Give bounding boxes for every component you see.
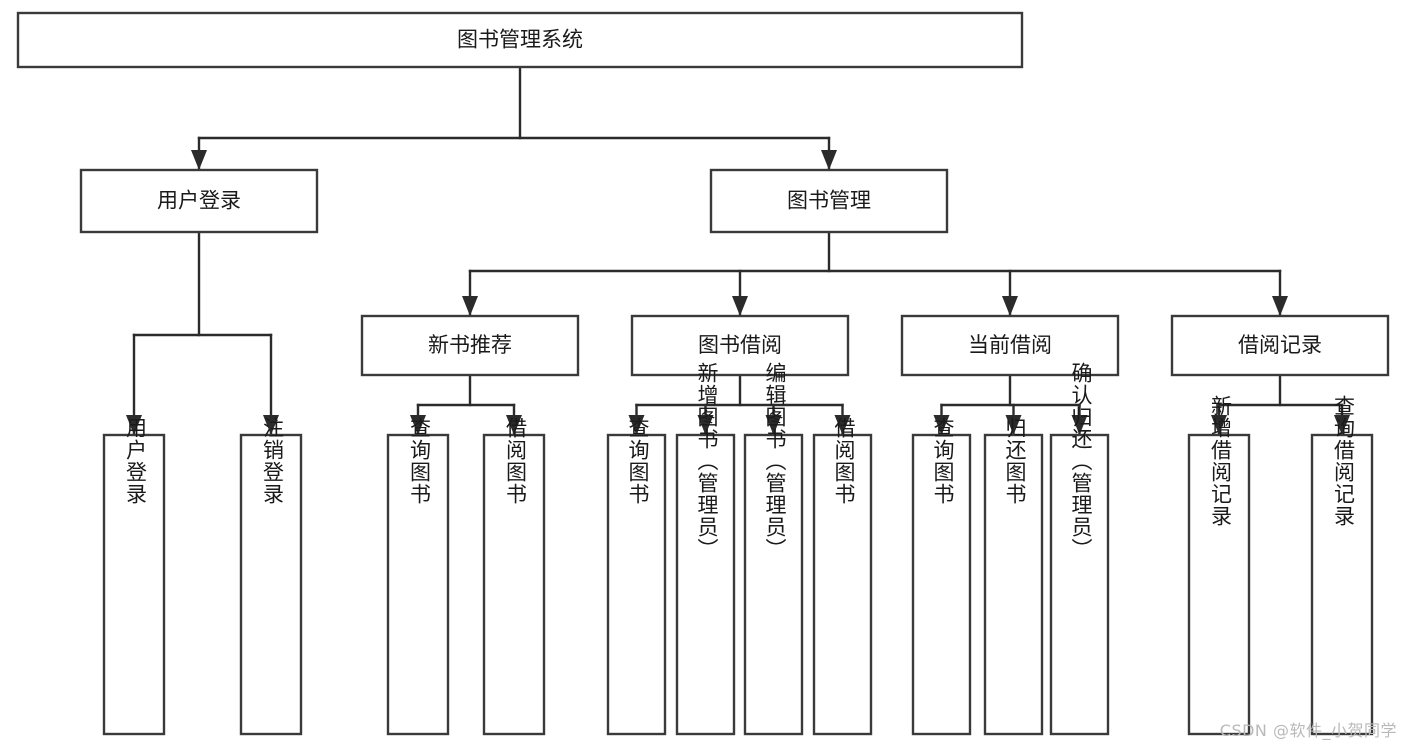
node-leaf-11[interactable]: 新增借阅记录 (1187, 395, 1251, 736)
node-box (360, 314, 580, 377)
node-leaf-3[interactable]: 借阅图书 (482, 417, 546, 736)
node-box (606, 433, 667, 736)
arrowhead-icon (1002, 296, 1018, 316)
arrowhead-icon (732, 296, 748, 316)
node-leaf-8[interactable]: 查询图书 (911, 417, 972, 736)
node-box (630, 314, 850, 377)
arrowhead-icon (1211, 415, 1227, 435)
arrowhead-icon (462, 296, 478, 316)
arrowhead-icon (1272, 296, 1288, 316)
node-box (102, 433, 166, 736)
arrowhead-icon (263, 415, 279, 435)
node-label: 借阅记录 (1238, 334, 1322, 357)
node-label: 用户登录 (124, 417, 148, 505)
node-label: 图书管理 (787, 190, 871, 213)
node-label: 归还图书 (1003, 417, 1027, 505)
node-box (1187, 433, 1251, 736)
node-box (911, 433, 972, 736)
node-label: 查询图书 (931, 417, 955, 505)
node-label: 新书推荐 (428, 334, 512, 357)
node-box (812, 433, 873, 736)
node-level3-0[interactable]: 新书推荐 (360, 314, 580, 377)
node-label: 新增借阅记录 (1209, 395, 1233, 527)
node-box (709, 168, 949, 234)
node-label: 查询图书 (626, 417, 650, 505)
node-box (239, 433, 303, 736)
node-leaf-4[interactable]: 查询图书 (606, 417, 667, 736)
arrowhead-icon (697, 415, 714, 435)
arrowhead-icon (1334, 415, 1350, 435)
node-box (1049, 433, 1110, 736)
connector-layer (126, 65, 1350, 436)
node-box (900, 314, 1120, 377)
arrowhead-icon (1005, 415, 1022, 435)
node-layer: 图书管理系统用户登录图书管理新书推荐图书借阅当前借阅借阅记录用户登录注销登录查询… (16, 11, 1390, 736)
node-leaf-7[interactable]: 借阅图书 (812, 417, 873, 736)
node-box (482, 433, 546, 736)
node-label: 图书借阅 (698, 334, 782, 357)
node-level3-3[interactable]: 借阅记录 (1170, 314, 1390, 377)
node-label: 当前借阅 (968, 334, 1052, 357)
node-label: 图书管理系统 (457, 29, 583, 52)
node-box (743, 433, 804, 736)
arrowhead-icon (126, 415, 142, 435)
node-box (386, 433, 450, 736)
node-label: 用户登录 (157, 190, 241, 213)
node-box (1170, 314, 1390, 377)
arrowhead-icon (821, 150, 837, 170)
node-label: 注销登录 (261, 417, 285, 505)
node-leaf-6[interactable]: 编辑图书（管理员） (743, 362, 804, 736)
node-box (983, 433, 1044, 736)
arrowhead-icon (191, 150, 207, 170)
arrowhead-icon (506, 415, 522, 435)
node-level2-1[interactable]: 图书管理 (709, 168, 949, 234)
node-level2-0[interactable]: 用户登录 (79, 168, 319, 234)
node-leaf-1[interactable]: 注销登录 (239, 417, 303, 736)
arrowhead-icon (765, 415, 782, 435)
node-label: 编辑图书（管理员） (763, 362, 787, 560)
node-label: 查询图书 (408, 417, 432, 505)
node-leaf-5[interactable]: 新增图书（管理员） (675, 362, 736, 736)
watermark-text: CSDN @软件_小贺同学 (1219, 721, 1397, 740)
node-box (675, 433, 736, 736)
node-label: 借阅图书 (504, 417, 528, 505)
node-label: 新增图书（管理员） (695, 362, 719, 560)
arrowhead-icon (628, 415, 645, 435)
node-level3-1[interactable]: 图书借阅 (630, 314, 850, 377)
node-level3-2[interactable]: 当前借阅 (900, 314, 1120, 377)
node-leaf-0[interactable]: 用户登录 (102, 417, 166, 736)
node-root-0[interactable]: 图书管理系统 (16, 11, 1024, 69)
node-leaf-9[interactable]: 归还图书 (983, 417, 1044, 736)
arrowhead-icon (410, 415, 426, 435)
node-label: 确认归还（管理员） (1069, 362, 1093, 560)
node-box (16, 11, 1024, 69)
node-label: 查询借阅记录 (1332, 395, 1356, 527)
arrowhead-icon (933, 415, 950, 435)
node-label: 借阅图书 (832, 417, 856, 505)
node-leaf-2[interactable]: 查询图书 (386, 417, 450, 736)
arrowhead-icon (834, 415, 851, 435)
node-box (79, 168, 319, 234)
node-leaf-10[interactable]: 确认归还（管理员） (1049, 362, 1110, 736)
arrowhead-icon (1071, 415, 1088, 435)
node-box (1310, 433, 1374, 736)
node-leaf-12[interactable]: 查询借阅记录 (1310, 395, 1374, 736)
